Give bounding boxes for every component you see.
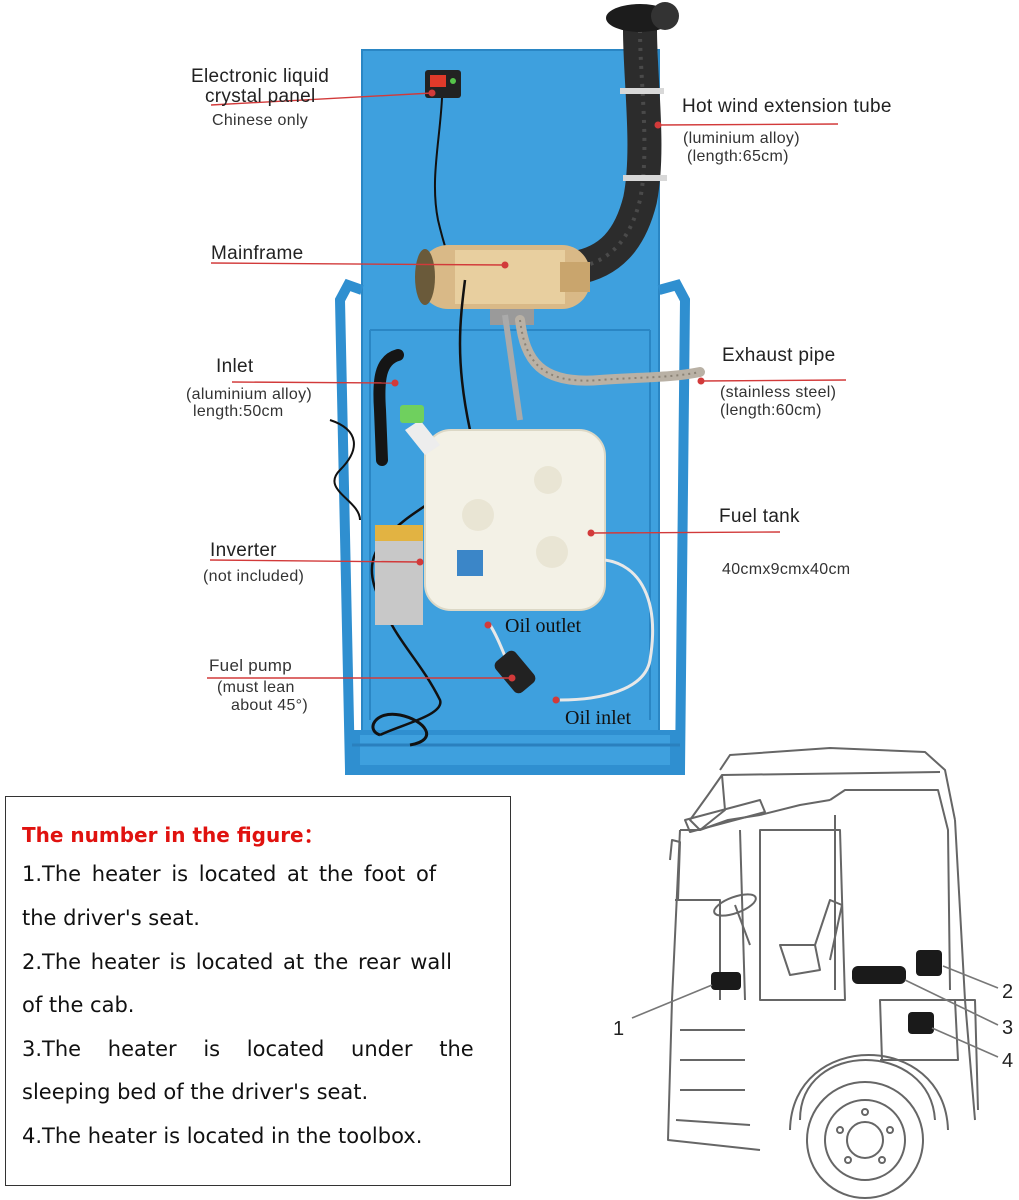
fuel-pump-note-1: (must lean	[217, 679, 295, 696]
truck-number-1: 1	[613, 1018, 625, 1040]
fuel-pump-device	[494, 650, 536, 694]
legend-line: the driver's seat.	[22, 906, 200, 930]
hot-wind-tube-note-2: (length:65cm)	[687, 148, 789, 165]
fuel-tank-title: Fuel tank	[719, 506, 800, 527]
legend-line: 2.The heater is located at the rear wall	[22, 950, 452, 974]
legend-line: 1.The heater is located at the foot of	[22, 862, 437, 886]
legend-line: sleeping bed of the driver's seat.	[22, 1080, 369, 1104]
truck-number-2: 2	[1002, 981, 1014, 1003]
fuel-pump-note-2: about 45°)	[231, 697, 309, 714]
heater-illustration	[207, 2, 847, 775]
hot-wind-tube-title: Hot wind extension tube	[682, 96, 892, 117]
oil-outlet-label: Oil outlet	[505, 615, 582, 637]
fuel-line	[559, 558, 655, 702]
leader-lines	[207, 92, 847, 679]
exhaust-pipe-title: Exhaust pipe	[722, 345, 836, 366]
legend-line: 4.The heater is located in the toolbox.	[22, 1124, 423, 1148]
legend-line: 3.The heater is located under the	[22, 1037, 474, 1061]
truck-number-3: 3	[1002, 1017, 1014, 1039]
legend-line: of the cab.	[22, 993, 135, 1017]
lcd-panel-note: Chinese only	[212, 112, 309, 129]
fuel-tank-cap	[400, 405, 424, 423]
truck-number-4: 4	[1002, 1050, 1014, 1072]
legend-title: The number in the figure：	[22, 823, 324, 847]
mainframe-title: Mainframe	[211, 243, 304, 264]
position-pointers	[631, 965, 999, 1058]
inlet-pipe	[373, 349, 404, 466]
hot-wind-tube-note-1: (luminium alloy)	[683, 130, 800, 147]
exhaust-pipe-note-2: (length:60cm)	[720, 402, 822, 419]
inlet-title: Inlet	[216, 356, 254, 377]
truck-cab-drawing	[631, 747, 999, 1199]
inverter-note: (not included)	[203, 568, 305, 585]
inverter-title: Inverter	[210, 540, 277, 561]
exhaust-pipe-note-1: (stainless steel)	[720, 384, 837, 401]
heater-position-3	[852, 966, 906, 984]
lcd-panel-title-2: crystal panel	[205, 86, 316, 107]
fuel-pump-title: Fuel pump	[209, 656, 293, 675]
oil-inlet-label: Oil inlet	[565, 707, 632, 729]
inverter-device	[375, 525, 423, 625]
left-frame-rail	[334, 278, 364, 771]
heater-position-4	[908, 1012, 934, 1034]
inlet-note-2: length:50cm	[193, 403, 284, 420]
right-frame-rail	[657, 279, 691, 771]
fuel-tank-size: 40cmx9cmx40cm	[722, 561, 851, 578]
fuel-tank-device	[425, 430, 605, 610]
heater-position-2	[916, 950, 942, 976]
inlet-note-1: (aluminium alloy)	[186, 386, 313, 403]
leader-dots	[391, 89, 705, 704]
legend-box	[5, 796, 511, 1186]
lcd-panel-title-1: Electronic liquid	[191, 66, 330, 87]
heater-position-1	[711, 972, 741, 990]
power-cable	[371, 712, 428, 747]
